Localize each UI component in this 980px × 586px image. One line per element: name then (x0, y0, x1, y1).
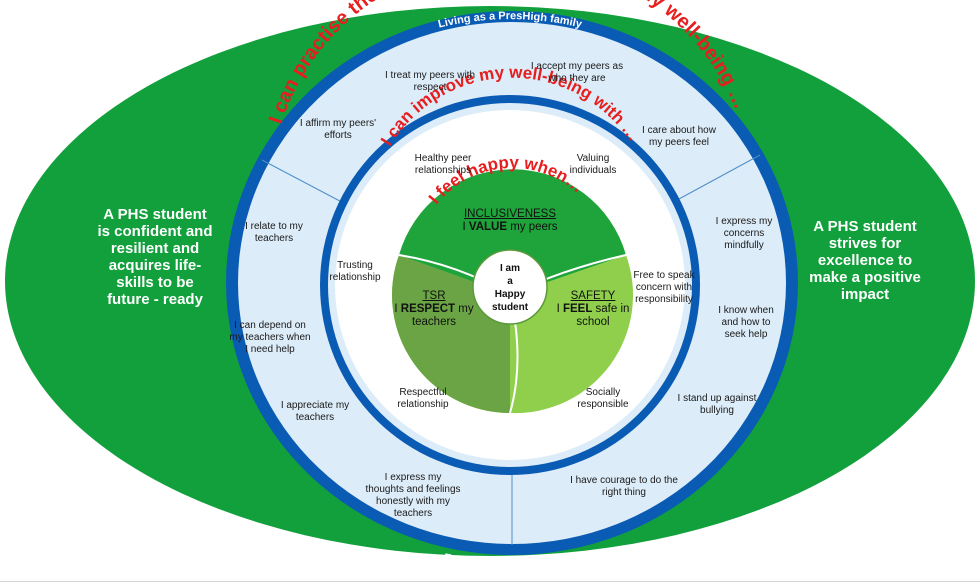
safety-bold: FEEL (562, 303, 593, 315)
tsr-post: my teachers (411, 303, 474, 328)
outer-depend-teachers: I can depend on my teachers when I need … (229, 320, 311, 355)
center-line-2: a (507, 276, 513, 287)
outer-express-thoughts: I express my thoughts and feelings hones… (365, 472, 461, 519)
outer-know-when: I know when and how to seek help (718, 305, 774, 340)
tsr-bold: RESPECT (400, 303, 456, 315)
outer-affirm-peers: I affirm my peers' efforts (299, 118, 377, 141)
center-circle (472, 249, 548, 325)
bottom-divider (0, 581, 980, 582)
tsr-title: TSR (422, 290, 446, 302)
outer-stand-up: I stand up against bullying (677, 393, 757, 416)
center-label: I am a Happy student (478, 262, 542, 314)
tsr-pre: I (394, 303, 401, 315)
outer-courage: I have courage to do the right thing (570, 475, 678, 498)
outer-appreciate-teachers: I appreciate my teachers (280, 400, 350, 423)
outer-accept-peers: I accept my peers as who they are (530, 61, 624, 84)
middle-healthy-peer: Healthy peer relationships (414, 153, 472, 176)
segment-inclusiveness (399, 169, 626, 295)
middle-socially: Socially responsible (577, 387, 629, 410)
safety-title: SAFETY (570, 290, 616, 302)
left-statement: A PHS student is confident and resilient… (97, 206, 213, 308)
middle-free-to-speak: Free to speak concern with responsibilit… (633, 270, 695, 305)
safety-post: safe in school (576, 303, 630, 328)
outer-relate-teachers: I relate to my teachers (245, 221, 303, 244)
center-line-4: student (491, 302, 529, 313)
outer-express-concerns: I express my concerns mindfully (715, 216, 773, 251)
outer-care-peers: I care about how my peers feel (642, 125, 716, 148)
center-line-1: I am (499, 263, 520, 274)
outer-treat-peers: I treat my peers with respect (384, 70, 476, 93)
segment-tsr-label: TSR I RESPECT my teachers (388, 290, 480, 329)
segment-inclusiveness-label: INCLUSIVENESS I VALUE my peers (440, 208, 580, 234)
core-circle (392, 169, 634, 414)
right-statement: A PHS student strives for excellence to … (809, 218, 921, 303)
middle-trusting: Trusting relationship (329, 260, 381, 283)
segment-safety-label: SAFETY I FEEL safe in school (555, 290, 631, 329)
inclusiveness-bold: VALUE (468, 221, 507, 233)
safety-pre: I (556, 303, 563, 315)
middle-respectful: Respectful relationship (397, 387, 449, 410)
center-line-3: Happy (494, 289, 526, 300)
bottom-banner-text: Every Student is valuable (443, 552, 577, 569)
inclusiveness-pre: I (462, 221, 469, 233)
inclusiveness-title: INCLUSIVENESS (463, 208, 557, 220)
inclusiveness-post: my peers (507, 221, 558, 233)
middle-valuing: Valuing individuals (569, 153, 617, 176)
